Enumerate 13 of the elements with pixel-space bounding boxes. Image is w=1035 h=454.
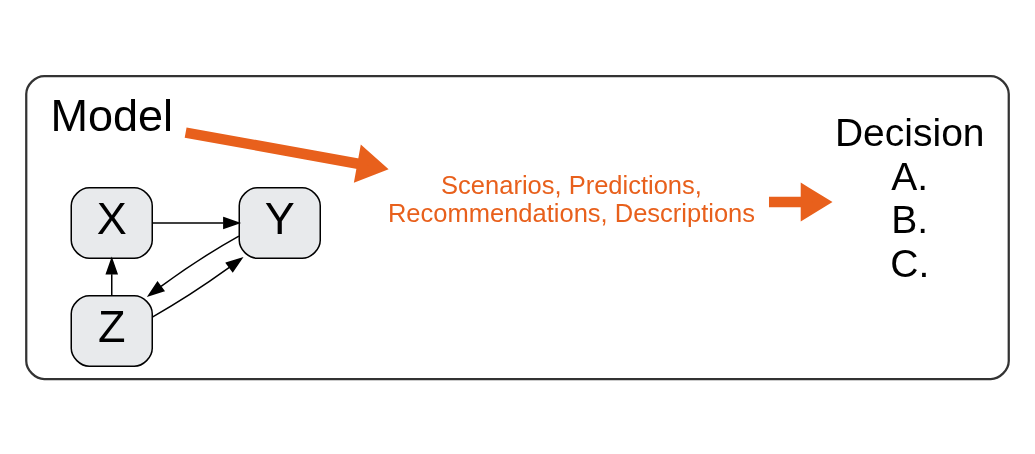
node-text: Model bbox=[50, 89, 174, 141]
arrow bbox=[151, 216, 242, 229]
node-text: Decision A. B. C. bbox=[834, 110, 985, 285]
node-box: Z bbox=[70, 294, 153, 367]
arrow bbox=[184, 126, 389, 183]
arrow bbox=[769, 182, 833, 221]
node-box: Y bbox=[238, 186, 321, 259]
arrow bbox=[105, 255, 119, 296]
node-text: Scenarios, Predictions, Recommendations, Descriptions bbox=[387, 170, 756, 227]
cluster bbox=[25, 74, 1010, 380]
arrow bbox=[151, 256, 244, 318]
arrow bbox=[146, 234, 240, 297]
node-box: X bbox=[70, 186, 153, 259]
